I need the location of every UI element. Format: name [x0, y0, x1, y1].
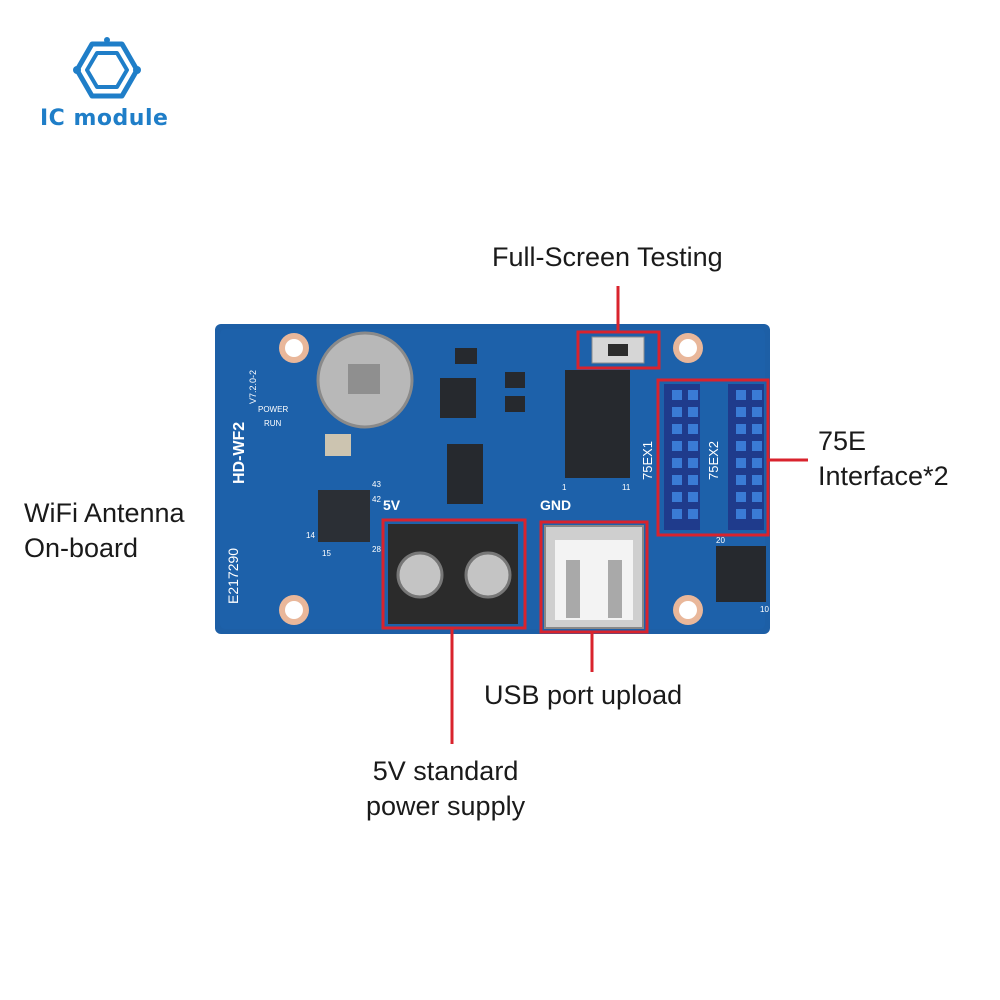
header-pin — [752, 407, 762, 417]
svg-text:14: 14 — [306, 531, 315, 540]
header-pin — [736, 407, 746, 417]
header-pin — [736, 475, 746, 485]
header-pin — [672, 407, 682, 417]
header-pin — [672, 424, 682, 434]
callout-usb-port: USB port upload — [484, 680, 683, 710]
header-pin — [672, 441, 682, 451]
ic-module-logo-icon — [73, 37, 141, 99]
svg-text:42: 42 — [372, 495, 381, 504]
header-pin — [736, 509, 746, 519]
svg-text:1: 1 — [562, 483, 567, 492]
callout-power-line1: 5V standard — [372, 756, 519, 786]
mounting-holes — [279, 333, 703, 625]
header-75ex2-label: 75EX2 — [706, 441, 721, 480]
callout-wifi-line1: WiFi Antenna — [24, 498, 185, 528]
header-pin — [688, 509, 698, 519]
header-pin — [688, 407, 698, 417]
svg-text:11: 11 — [622, 483, 631, 492]
header-75ex1-label: 75EX1 — [640, 441, 655, 480]
label-gnd: GND — [540, 497, 571, 513]
highlight-usb — [539, 520, 649, 634]
board-version: V7.2.0-2 — [248, 370, 258, 404]
header-pin — [736, 458, 746, 468]
callout-full-screen-testing: Full-Screen Testing — [492, 242, 723, 272]
callout-75e-line1: 75E — [818, 426, 867, 456]
header-pin — [752, 475, 762, 485]
highlight-terminal — [381, 518, 527, 630]
header-pin — [688, 458, 698, 468]
board-model: HD-WF2 — [231, 422, 248, 484]
header-pin — [688, 424, 698, 434]
header-pin — [672, 509, 682, 519]
callout-75e-interface: 75E Interface*2 — [818, 424, 949, 494]
header-pin — [752, 492, 762, 502]
main-chip — [318, 490, 370, 542]
header-pin — [688, 475, 698, 485]
header-pin — [752, 458, 762, 468]
header-pin — [688, 390, 698, 400]
callout-wifi-line2: On-board — [24, 533, 139, 564]
header-pin — [736, 492, 746, 502]
label-5v: 5V — [383, 497, 401, 513]
highlight-75e-headers — [656, 378, 770, 537]
header-pin — [736, 441, 746, 451]
svg-text:10: 10 — [760, 605, 769, 614]
header-pin — [752, 424, 762, 434]
callout-power-line2: power supply — [366, 791, 526, 822]
header-pin — [736, 390, 746, 400]
header-pin — [752, 441, 762, 451]
callout-75e-line2: Interface*2 — [818, 461, 949, 492]
board-serial: E217290 — [225, 548, 241, 604]
svg-text:20: 20 — [716, 536, 725, 545]
callout-power-supply: 5V standard power supply — [366, 754, 525, 824]
svg-text:43: 43 — [372, 480, 381, 489]
svg-text:28: 28 — [372, 545, 381, 554]
header-pin — [752, 390, 762, 400]
header-pin — [736, 424, 746, 434]
pin-header-75ex2 — [728, 384, 764, 530]
header-pin — [688, 441, 698, 451]
header-pin — [672, 458, 682, 468]
header-pin — [672, 492, 682, 502]
led-run-label: RUN — [264, 419, 282, 428]
led-power-label: POWER — [258, 405, 288, 414]
pin-header-75ex1 — [664, 384, 700, 530]
svg-text:15: 15 — [322, 549, 331, 558]
brand-name: IC module — [40, 106, 169, 131]
header-pin — [752, 509, 762, 519]
header-pin — [672, 475, 682, 485]
header-pin — [688, 492, 698, 502]
header-pin — [672, 390, 682, 400]
callout-wifi-antenna: WiFi Antenna On-board — [24, 496, 185, 566]
